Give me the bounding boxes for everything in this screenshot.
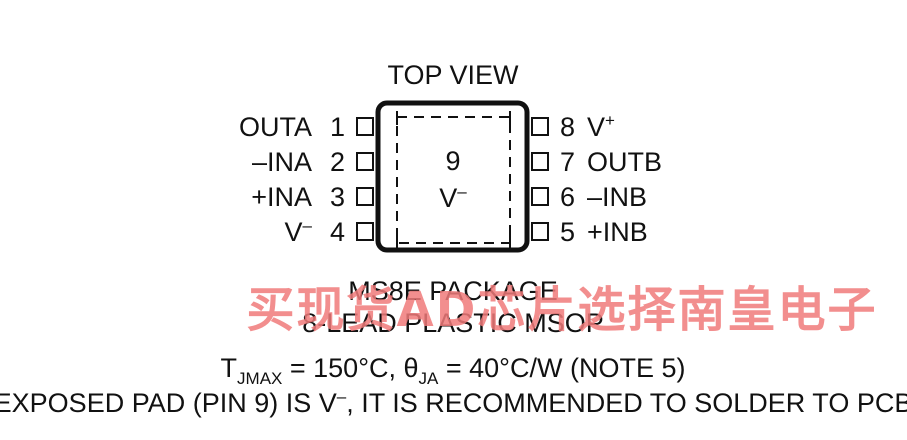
pin-stub-6 [531,187,549,206]
pin-4-number: 4 [330,217,345,247]
exposed-pad-number: 9 [445,146,460,176]
pin-2-name: –INA [252,147,312,177]
pin-5-number: 5 [560,217,575,247]
pin-1-name: OUTA [239,112,312,142]
pin-stub-7 [531,152,549,171]
pin-4-name: V– [285,216,313,247]
package-body [375,100,530,253]
pin-6-number: 6 [560,182,575,212]
pin-stub-2 [356,152,374,171]
pin-7-number: 7 [560,147,575,177]
pin-stub-4 [356,222,374,241]
pin-stub-3 [356,187,374,206]
pin-stub-5 [531,222,549,241]
pin-3-name: +INA [251,182,312,212]
pin-5-name: +INB [587,217,648,247]
exposed-pad-corner-marks [396,111,511,249]
pin-3-number: 3 [330,182,345,212]
pin-stub-1 [356,117,374,136]
package-name: MS8E PACKAGE [348,276,558,306]
watermark-text: 买现货AD芯片选择南皇电子 [247,282,878,338]
pin-1-number: 1 [330,112,345,142]
thermal-note: TJMAX = 150°C, θJA = 40°C/W (NOTE 5) [221,353,686,388]
pin-8-name: V+ [587,111,615,142]
exposed-pad-outline [396,116,511,244]
pin-2-number: 2 [330,147,345,177]
pin-6-name: –INB [587,182,647,212]
pin-stub-8 [531,117,549,136]
package-description: 8-LEAD PLASTIC MSOP [302,308,604,338]
top-view-title: TOP VIEW [387,60,519,90]
pin-8-number: 8 [560,112,575,142]
exposed-pad-name: V– [439,182,467,213]
pin-7-name: OUTB [587,147,662,177]
exposed-pad-note: EXPOSED PAD (PIN 9) IS V–, IT IS RECOMME… [0,387,907,418]
